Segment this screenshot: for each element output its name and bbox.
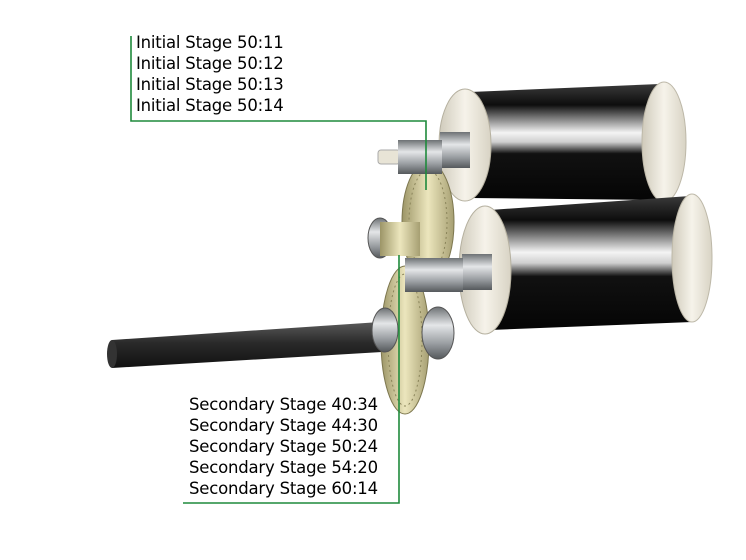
initial-stage-ratio: Initial Stage 50:12 (136, 54, 284, 73)
initial-stage-ratio: Initial Stage 50:11 (136, 33, 284, 52)
hub-lower (371, 258, 463, 360)
upper-motor (438, 81, 687, 203)
hub-upper (377, 140, 442, 174)
initial-stage-ratio: Initial Stage 50:14 (136, 96, 284, 115)
secondary-stage-ratio: Secondary Stage 40:34 (189, 395, 378, 414)
hub-middle (367, 217, 420, 259)
secondary-stage-ratio: Secondary Stage 44:30 (189, 416, 378, 435)
secondary-stage-callout: Secondary Stage 40:34 Secondary Stage 44… (189, 394, 378, 499)
initial-stage-callout: Initial Stage 50:11 Initial Stage 50:12 … (136, 32, 284, 116)
secondary-stage-ratio: Secondary Stage 60:14 (189, 479, 378, 498)
initial-stage-leader-line (130, 36, 427, 190)
secondary-stage-ratio: Secondary Stage 50:24 (189, 437, 378, 456)
lower-motor (458, 193, 713, 335)
initial-stage-ratio: Initial Stage 50:13 (136, 75, 284, 94)
secondary-stage-ratio: Secondary Stage 54:20 (189, 458, 378, 477)
output-shaft (107, 322, 382, 368)
secondary-stage-leader-line (183, 255, 400, 504)
